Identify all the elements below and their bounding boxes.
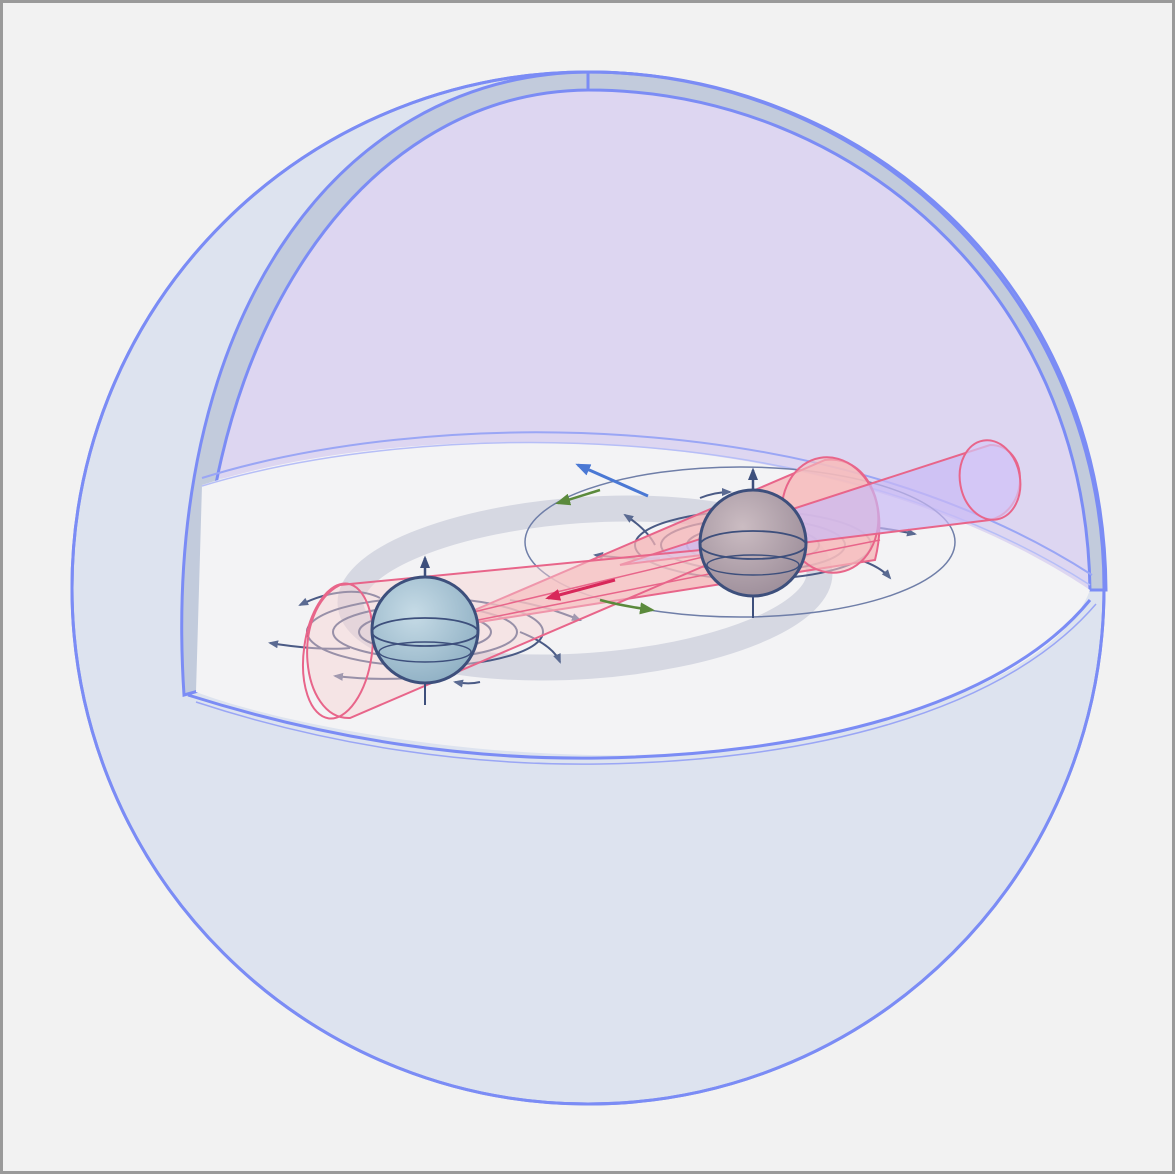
sphere-diagram [0, 0, 1175, 1174]
